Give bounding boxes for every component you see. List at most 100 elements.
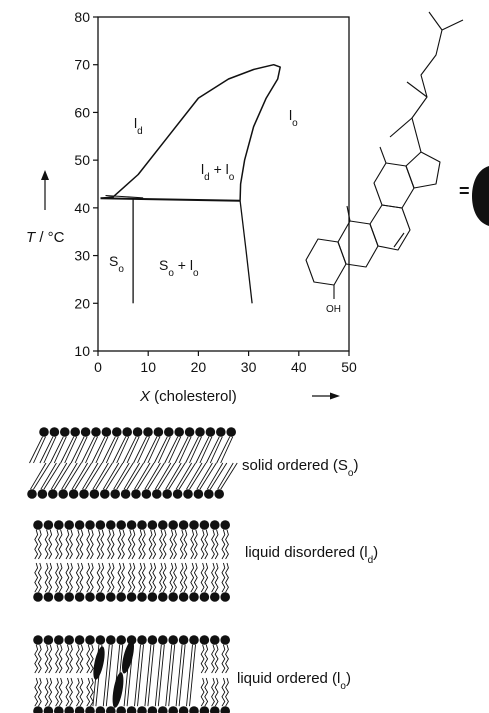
lipid-tail	[199, 436, 213, 464]
lipid-headgroup	[210, 520, 220, 530]
angular-methyl-a	[346, 205, 351, 222]
phase-lo-name: liquid ordered (l	[237, 670, 340, 687]
x-tick-label: 10	[140, 359, 156, 375]
lipid-headgroup	[189, 520, 199, 530]
lipid-headgroup	[116, 635, 126, 645]
lipid-tail	[169, 529, 174, 560]
lipid-tail	[220, 436, 234, 464]
lipid-tail	[43, 462, 61, 490]
lipid-headgroup	[137, 520, 147, 530]
region-ldlo-sub: d	[204, 172, 210, 183]
lipid-tail	[37, 644, 42, 674]
lipid-headgroup	[168, 592, 178, 602]
y-tick-label: 10	[74, 343, 90, 359]
phase-ld-name: liquid disordered (l	[245, 544, 368, 561]
region-solo-main: S	[159, 257, 168, 273]
lipid-headgroup	[137, 706, 147, 713]
lipid-tail	[79, 529, 84, 560]
x-tick-label: 50	[341, 359, 357, 375]
lipid-tail	[39, 436, 54, 464]
lipid-headgroup	[147, 520, 158, 530]
lipid-tail	[154, 462, 172, 490]
lipid-headgroup	[85, 520, 95, 530]
side-chain-branch-1	[441, 19, 464, 31]
region-ld-sub: d	[137, 126, 143, 137]
lipid-tail	[193, 562, 198, 593]
lipid-headgroup	[64, 706, 74, 713]
lipid-tail	[48, 529, 53, 560]
lipid-headgroup	[220, 592, 230, 602]
lipid-tail	[86, 644, 91, 674]
lipid-headgroup	[74, 592, 85, 602]
lipid-tail	[48, 562, 53, 593]
lipid-tail	[217, 462, 234, 490]
lipid-tail	[48, 644, 53, 674]
lipid-tail	[138, 562, 143, 593]
lipid-tail	[141, 562, 146, 593]
lipid-tail	[49, 436, 64, 464]
lipid-tail	[204, 529, 209, 560]
lipid-headgroup	[43, 520, 54, 530]
lipid-tail	[65, 562, 70, 593]
lipid-tail	[214, 562, 219, 593]
lipid-tail	[220, 462, 238, 490]
lipid-tail	[200, 529, 205, 560]
lipid-tail	[165, 644, 173, 707]
lipid-tail	[74, 436, 88, 464]
lipid-tail	[69, 562, 73, 593]
y-tick-label: 20	[74, 295, 90, 311]
region-ldlo-main: l	[201, 161, 204, 177]
x-tick-label: 40	[291, 359, 307, 375]
x-axis-label-text: X (cholesterol)	[139, 388, 237, 405]
region-ldlo-sub2: o	[229, 172, 235, 183]
lipid-tail	[74, 462, 92, 490]
lipid-headgroup	[95, 706, 106, 713]
lipid-tail	[173, 562, 177, 593]
lipid-tail	[53, 436, 67, 464]
lipid-tail	[113, 462, 130, 490]
phase-ld-close: )	[373, 544, 378, 561]
lipid-headgroup	[70, 427, 80, 437]
lipid-tail	[79, 562, 84, 593]
lipid-headgroup	[95, 635, 106, 645]
lipid-tail	[82, 462, 99, 490]
lipid-tail	[147, 462, 165, 490]
lipid-headgroup	[226, 427, 236, 437]
lipid-tail	[86, 529, 91, 560]
lipid-tail	[174, 436, 189, 464]
lipid-headgroup	[189, 592, 199, 602]
lipid-tail	[107, 562, 111, 593]
lipid-headgroup	[220, 520, 230, 530]
lipid-tail	[40, 462, 57, 490]
lipid-tail	[175, 644, 183, 707]
lipid-headgroup	[152, 489, 162, 499]
lipid-headgroup	[122, 427, 132, 437]
lipid-tail	[34, 529, 39, 560]
lipid-tail	[44, 677, 49, 707]
lipid-tail	[69, 529, 73, 560]
lipid-tail	[48, 677, 53, 707]
lipid-tail	[168, 462, 186, 490]
lipid-headgroup	[106, 706, 116, 713]
lipid-tail	[189, 436, 202, 464]
lipid-headgroup	[60, 427, 70, 437]
lipid-tail	[116, 462, 134, 490]
lipid-tail	[214, 677, 219, 707]
lipid-headgroup	[106, 635, 116, 645]
lipid-headgroup	[210, 706, 220, 713]
lipid-tail	[33, 462, 51, 490]
lipid-headgroup	[54, 706, 64, 713]
y-tick-label: 80	[74, 9, 90, 25]
lipid-headgroup	[85, 635, 95, 645]
lipid-tail	[96, 529, 101, 560]
x-axis-label: X (cholesterol)	[139, 388, 340, 405]
lipid-tail	[168, 644, 176, 707]
region-so-main: S	[109, 253, 118, 269]
lipid-tail	[30, 462, 47, 490]
lipid-tail	[71, 462, 88, 490]
phase-lo-close: )	[346, 670, 351, 687]
lipid-tail	[65, 529, 70, 560]
lipid-tail	[95, 436, 109, 464]
lipid-tail	[58, 677, 63, 707]
